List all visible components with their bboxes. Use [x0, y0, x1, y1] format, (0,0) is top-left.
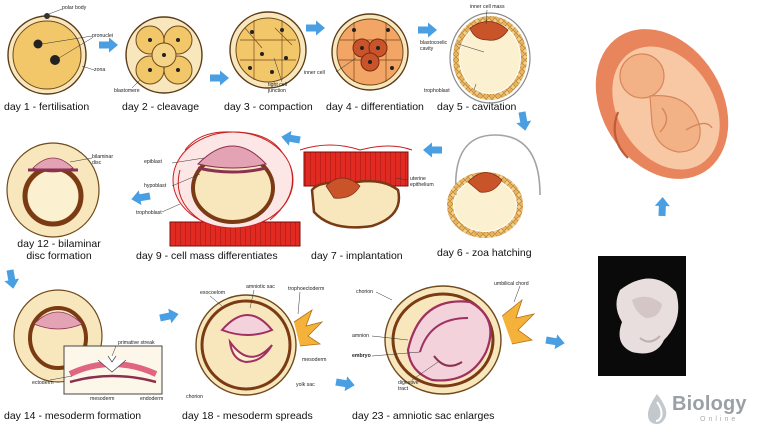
stage-day14-figure	[13, 289, 163, 395]
embryo-photo	[598, 256, 686, 376]
arrow-icon	[279, 129, 302, 148]
watermark-brand: Biology	[672, 393, 747, 415]
caption-day9: day 9 - cell mass differentiates	[136, 250, 278, 262]
arrow-icon	[654, 196, 671, 217]
label-exocoelom: exocoelom	[200, 290, 226, 296]
label-blastomere: blastomere	[114, 88, 140, 94]
label-inner-cell-mass: inner cell mass	[470, 4, 505, 10]
label-umbilical-chord: umbilical chord	[494, 281, 529, 287]
arrow-icon	[129, 188, 152, 207]
arrow-icon	[423, 142, 442, 158]
label-trophoblast-day5: trophoblast	[424, 88, 450, 94]
stage-day7-figure	[299, 144, 413, 229]
label-yolk-sac: yolk sac	[296, 382, 315, 388]
label-polar-body: polar body	[62, 5, 87, 11]
label-trophoblast-day9: trophoblast	[136, 210, 162, 216]
fetus-womb-illustration	[595, 29, 729, 179]
label-tight-junction: tight cell junction	[268, 82, 288, 94]
arrow-icon	[334, 374, 357, 393]
stage-day4-figure	[331, 13, 409, 91]
caption-day12: day 12 - bilaminar disc formation	[17, 238, 101, 262]
label-endoderm: endoderm	[140, 396, 164, 402]
label-digestive-tract: digestive tract	[398, 380, 419, 392]
caption-day6: day 6 - zoa hatching	[437, 247, 532, 259]
arrow-icon	[544, 332, 567, 351]
label-amniotic-sac: amniotic sac	[246, 284, 275, 290]
caption-day2: day 2 - cleavage	[122, 101, 200, 113]
stage-day3-figure	[229, 11, 307, 89]
caption-day18: day 18 - mesoderm spreads	[182, 410, 313, 422]
arrow-icon	[99, 37, 118, 53]
label-uterine-epithelium: uterine epithelium	[410, 176, 434, 188]
stage-day5-figure	[449, 9, 531, 104]
label-ectoderm: ectoderm	[32, 380, 54, 386]
arrow-icon	[514, 110, 533, 133]
arrow-icon	[210, 70, 229, 86]
caption-day1: day 1 - fertilisation	[4, 101, 90, 113]
label-chorion-day23: chorion	[356, 289, 374, 295]
label-blastocoelic-cavity: blastocoelic cavity	[420, 40, 448, 52]
biology-online-watermark: Biology Online	[644, 392, 764, 428]
label-pronuclei: pronuclei	[92, 33, 114, 39]
caption-day14: day 14 - mesoderm formation	[4, 410, 142, 422]
label-hypoblast: hypoblast	[144, 183, 167, 189]
caption-day4: day 4 - differentiation	[326, 101, 424, 113]
arrow-icon	[2, 268, 21, 291]
leaf-drop-icon	[647, 394, 667, 424]
label-zona: zona	[94, 67, 106, 73]
stage-day23-figure	[371, 285, 536, 395]
stage-day1-figure	[7, 8, 95, 95]
label-bilaminar-disc: bilaminar disc	[92, 154, 114, 166]
caption-day23: day 23 - amniotic sac enlarges	[352, 410, 495, 422]
caption-day3: day 3 - compaction	[224, 101, 313, 113]
label-chorion-day18: chorion	[186, 394, 204, 400]
arrow-icon	[158, 306, 181, 326]
caption-day5: day 5 - cavitation	[437, 101, 517, 113]
label-epiblast: epiblast	[144, 159, 162, 165]
label-mesoderm-day14: mesoderm	[90, 396, 115, 402]
caption-day7: day 7 - implantation	[311, 250, 403, 262]
stage-day12-figure	[6, 142, 100, 238]
label-primative-streak: primative streak	[118, 340, 155, 346]
stage-day9-figure	[161, 131, 301, 247]
label-inner-cell: inner cell	[304, 70, 325, 76]
label-mesoderm-day18: mesoderm	[302, 357, 327, 363]
stage-day18-figure	[195, 289, 324, 396]
label-embryo: embryo	[352, 353, 371, 359]
stage-day2-figure	[125, 16, 203, 94]
arrow-icon	[418, 22, 437, 38]
label-trophoectoderm: trophoectoderm	[288, 286, 325, 292]
arrow-icon	[306, 20, 325, 36]
label-amnion: amnion	[352, 333, 370, 339]
stage-day6-figure	[447, 134, 541, 238]
watermark-subtext: Online	[700, 416, 739, 423]
